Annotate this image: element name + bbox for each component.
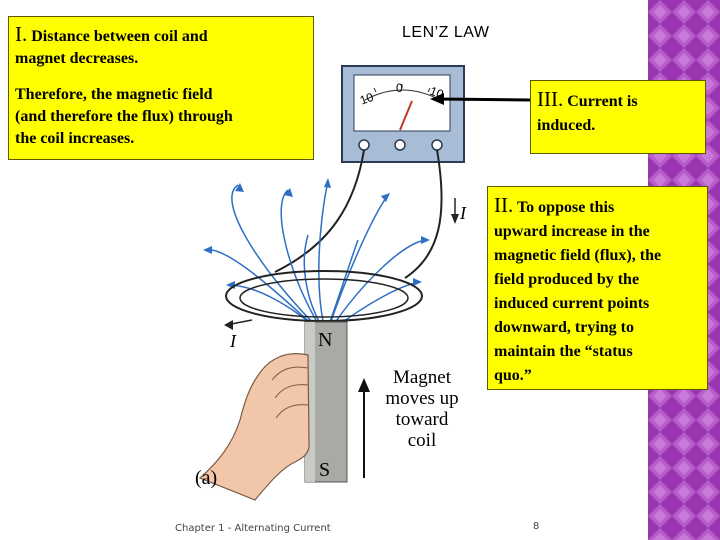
- terminal-left: [358, 139, 370, 151]
- pole-n-label: N: [318, 329, 332, 351]
- footer-chapter: Chapter 1 - Alternating Current: [175, 523, 331, 534]
- box2-line-3: field produced by the: [494, 271, 640, 288]
- panel-label: (a): [195, 467, 217, 489]
- terminal-right: [431, 139, 443, 151]
- magnet-caption-3: toward: [396, 409, 449, 430]
- meter-needle: [399, 100, 413, 131]
- current-label-right: I: [459, 203, 467, 223]
- wire-right: [404, 149, 443, 279]
- box2-line-6: maintain the “status: [494, 343, 633, 360]
- box1-numeral: I.: [15, 22, 28, 46]
- wire-left: [274, 149, 365, 273]
- box1-line2: magnet decreases.: [15, 50, 139, 67]
- box2-line1: To oppose this: [516, 199, 615, 216]
- box2-line-1: upward increase in the: [494, 223, 650, 240]
- box1-para-1: Therefore, the magnetic field: [15, 86, 213, 103]
- footer-page-number: 8: [533, 521, 540, 532]
- meter-label-center: 0: [396, 81, 403, 95]
- box2-line-5: downward, trying to: [494, 319, 635, 336]
- pointer-arrow: [437, 97, 531, 102]
- box-step-3: III. Current is induced.: [530, 80, 706, 154]
- box3-line1: Current is: [567, 93, 638, 110]
- box3-numeral: III.: [537, 87, 564, 111]
- box2-line-7: quo.”: [494, 367, 532, 384]
- magnet-caption-2: moves up: [385, 388, 458, 409]
- current-label-left: I: [229, 331, 237, 351]
- magnet-caption-4: coil: [408, 430, 437, 451]
- box-step-2: II. To oppose this upward increase in th…: [487, 186, 708, 390]
- box-step-1: I. Distance between coil and magnet decr…: [8, 16, 314, 160]
- coil-inner: [239, 278, 409, 318]
- magnet-caption-1: Magnet: [393, 367, 452, 388]
- meter-label-left: 10: [358, 90, 376, 108]
- galvanometer: 10 0 10: [341, 65, 465, 163]
- terminal-center: [394, 139, 406, 151]
- box2-line-2: magnetic field (flux), the: [494, 247, 662, 264]
- box1-para-3: the coil increases.: [15, 130, 135, 147]
- box2-line-4: induced current points: [494, 295, 650, 312]
- page-title: LEN’Z LAW: [402, 24, 490, 41]
- box1-para-2: (and therefore the flux) through: [15, 108, 233, 125]
- pole-s-label: S: [319, 459, 330, 481]
- coil-outer: [225, 270, 423, 322]
- box2-numeral: II.: [494, 193, 514, 217]
- box1-line1: Distance between coil and: [31, 28, 208, 45]
- box3-line2: induced.: [537, 117, 596, 134]
